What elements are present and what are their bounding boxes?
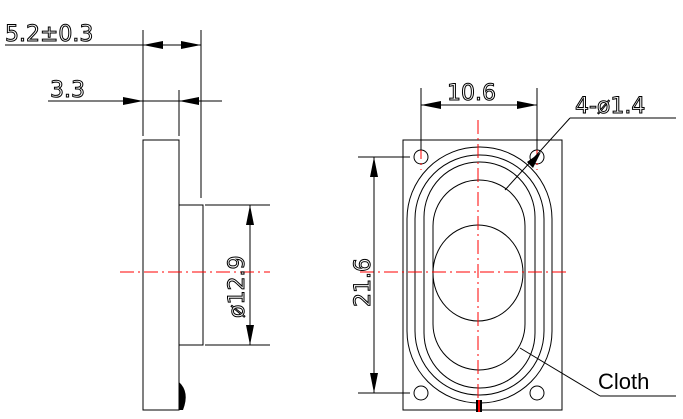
mounting-hole xyxy=(529,385,545,401)
dim-holes: 4-ø1.4 xyxy=(575,94,645,119)
side-view-body xyxy=(142,139,180,411)
frame-outline xyxy=(402,139,563,411)
label-cloth: Cloth xyxy=(598,369,649,394)
side-view: 5.2±0.3 3.3 ø12.9 xyxy=(5,22,270,411)
dim-total-thickness: 5.2±0.3 xyxy=(5,22,93,47)
cone-outline xyxy=(432,179,526,371)
leader-holes xyxy=(504,117,571,191)
cloth-outline xyxy=(423,161,536,389)
surround-outer xyxy=(406,146,553,404)
dim-hole-spacing: 10.6 xyxy=(447,81,496,106)
dim-frame-thickness: 3.3 xyxy=(50,78,85,103)
surround-inner xyxy=(414,154,545,396)
side-view-magnet xyxy=(179,204,204,346)
mounting-hole xyxy=(413,385,429,401)
dim-height: 21.6 xyxy=(351,258,376,307)
side-view-terminal xyxy=(179,382,186,410)
front-view: 10.6 4-ø1.4 21.6 Cloth xyxy=(351,81,676,412)
dim-magnet-diameter: ø12.9 xyxy=(225,256,250,318)
leader-cloth xyxy=(519,347,601,397)
